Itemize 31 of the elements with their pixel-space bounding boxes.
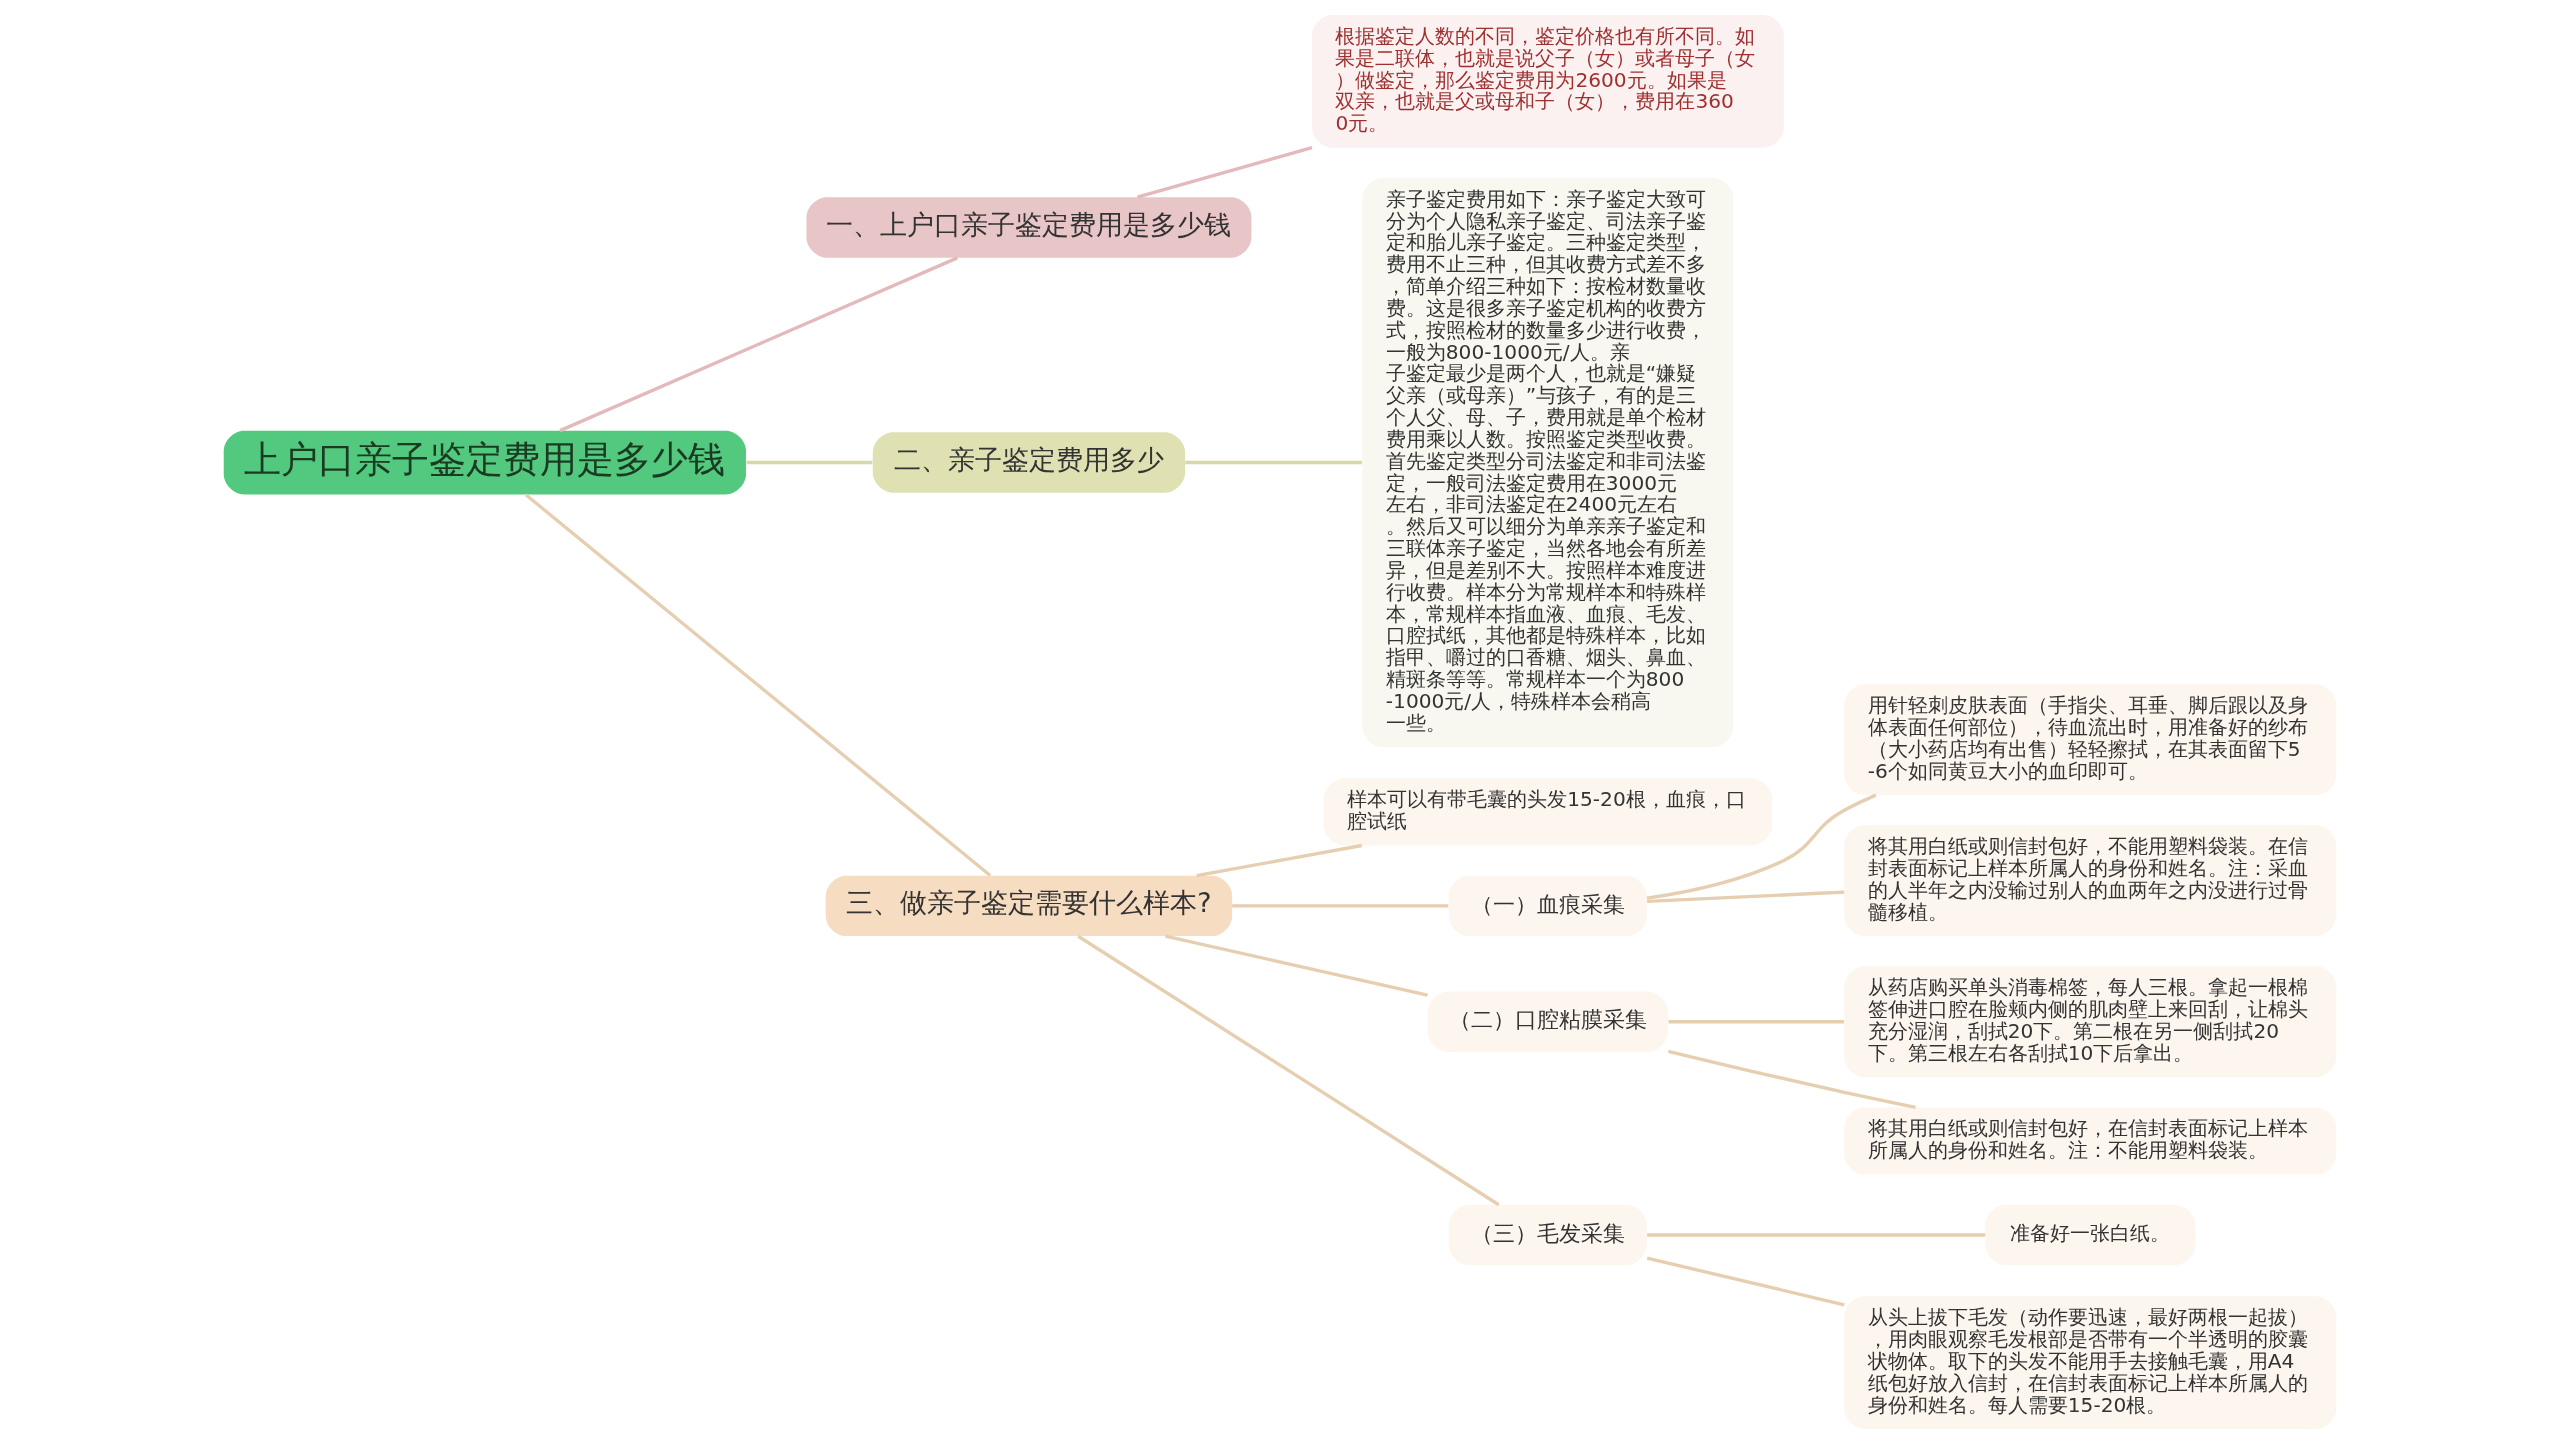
node-box: 一、上户口亲子鉴定费用是多少钱 bbox=[806, 197, 1252, 258]
connector bbox=[1667, 1049, 1916, 1109]
node-box: 样本可以有带毛囊的头发15-20根，血痕，口腔试纸 bbox=[1323, 778, 1773, 846]
connector bbox=[1165, 934, 1428, 997]
connector bbox=[1668, 1020, 1844, 1024]
node-box: 根据鉴定人数的不同，鉴定价格也有所不同。如果是二联体，也就是说父子（女）或者母子（女）做鉴定，那么鉴定费用为2600元。如果是双亲，也就是父或母和子（女），费用在3600元。 bbox=[1311, 15, 1784, 148]
node-box: 用针轻刺皮肤表面（手指尖、耳垂、脚后跟以及身体表面任何部位），待血流出时，用准备好的纱布（大小药店均有出售）轻轻擦拭，在其表面留下5-6个如同黄豆大小的血印即可。 bbox=[1844, 684, 2337, 796]
connector bbox=[1196, 843, 1363, 878]
connector bbox=[1647, 1233, 1986, 1237]
node-box: 三、做亲子鉴定需要什么样本? bbox=[825, 875, 1233, 937]
connector bbox=[1185, 460, 1363, 465]
connector bbox=[746, 460, 873, 465]
node-box: 将其用白纸或则信封包好，不能用塑料袋装。在信封表面标记上样本所属人的身份和姓名。注：采血的人半年之内没输过别人的血两年之内没进行过骨髓移植。 bbox=[1844, 825, 2337, 937]
connector bbox=[1137, 146, 1313, 199]
connector bbox=[1077, 934, 1500, 1207]
node-box: （一）血痕采集 bbox=[1448, 875, 1647, 937]
node-box: 二、亲子鉴定费用多少 bbox=[872, 432, 1186, 493]
connector bbox=[524, 493, 992, 877]
node-box: （二）口腔粘膜采集 bbox=[1427, 991, 1668, 1052]
node-box: 将其用白纸或则信封包好，在信封表面标记上样本所属人的身份和姓名。注：不能用塑料袋装。 bbox=[1844, 1107, 2337, 1175]
node-box: 亲子鉴定费用如下：亲子鉴定大致可分为个人隐私亲子鉴定、司法亲子鉴定和胎儿亲子鉴定。三种鉴定类型，费用不止三种，但其收费方式差不多，简单介绍三种如下：按检材数量收费。这是很多亲子鉴定机构的收费方式，按照检材的数量多少进行收费，一般为800-1000元/人。亲子鉴定最少是两个人，也就是“嫌疑父亲（或母亲）”与孩子，有的是三个人父、母、子，费用就是单个检材费用乘以人数。按照鉴定类型收费。首先鉴定类型分司法鉴定和非司法鉴定，一般司法鉴定费用在3000元左右，非司法鉴定在2400元左右。然后又可以细分为单亲亲子鉴定和三联体亲子鉴定，当然各地会有所差异，但是差别不大。按照样本难度进行收费。样本分为常规样本和特殊样本，常规样本指血液、血痕、毛发、口腔拭纸，其他都是特殊样本，比如指甲、嚼过的口香糖、烟头、鼻血、精斑条等等。常规样本一个为800-1000元/人，特殊样本会稍高一些。 bbox=[1362, 177, 1734, 748]
connector bbox=[559, 256, 959, 433]
node-box: 从药店购买单头消毒棉签，每人三根。拿起一根棉签伸进口腔在脸颊内侧的肌肉壁上来回刮，让棉头充分湿润，刮拭20下。第二根在另一侧刮拭20下。第三根左右各刮拭10下后拿出。 bbox=[1844, 966, 2337, 1078]
node-box: 上户口亲子鉴定费用是多少钱 bbox=[223, 430, 746, 495]
connector bbox=[1232, 904, 1449, 908]
connector bbox=[1646, 793, 1877, 900]
connector bbox=[1646, 1256, 1845, 1307]
node-box: 准备好一张白纸。 bbox=[1985, 1204, 2196, 1266]
connector bbox=[1647, 890, 1845, 903]
node-box: （三）毛发采集 bbox=[1448, 1204, 1647, 1266]
node-box: 从头上拔下毛发（动作要迅速，最好两根一起拔），用肉眼观察毛发根部是否带有一个半透明的胶囊状物体。取下的头发不能用手去接触毛囊，用A4纸包好放入信封，在信封表面标记上样本所属人的身份和姓名。每人需要15-20根。 bbox=[1844, 1296, 2337, 1429]
